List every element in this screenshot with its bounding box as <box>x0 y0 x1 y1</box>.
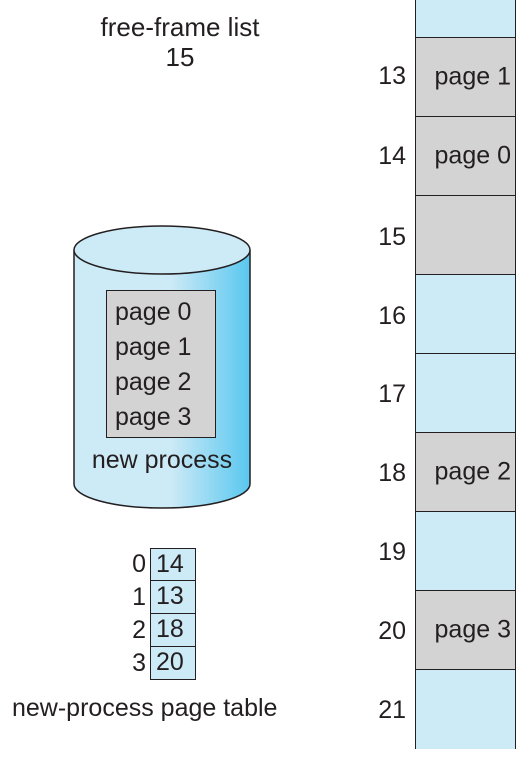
memory-frame <box>415 670 516 749</box>
new-process-label: new process <box>91 446 233 474</box>
process-page-2: page 2 <box>115 368 192 396</box>
memory-frame: page 3 <box>415 591 516 670</box>
frame-content: page 1 <box>434 62 511 91</box>
memory-frame <box>415 196 516 275</box>
free-frame-list-title: free-frame list <box>100 12 260 42</box>
frame-number: 19 <box>378 538 406 566</box>
page-table-index: 0 <box>132 550 146 578</box>
page-table-index: 1 <box>132 583 146 611</box>
page-table-index: 2 <box>132 616 146 644</box>
new-process-disk: page 0 page 1 page 2 page 3 new process <box>72 222 252 512</box>
page-table-index: 3 <box>132 649 146 677</box>
frame-content: page 2 <box>434 457 511 486</box>
memory-frame <box>415 512 516 591</box>
frame-number: 20 <box>378 617 406 645</box>
memory-frame-partial <box>415 0 516 38</box>
frame-number: 18 <box>378 459 406 487</box>
page-table-title: new-process page table <box>12 694 278 722</box>
frame-number: 14 <box>378 142 406 170</box>
frame-number: 13 <box>378 62 406 90</box>
frame-number: 21 <box>378 696 406 724</box>
page-table-frame: 18 <box>150 614 196 647</box>
process-page-3: page 3 <box>115 403 192 431</box>
memory-frame: page 0 <box>415 117 516 196</box>
page-table-frame: 20 <box>150 647 196 680</box>
memory-frame <box>415 354 516 433</box>
free-frame-list: free-frame list 15 <box>60 12 300 72</box>
frame-content: page 0 <box>434 141 511 170</box>
page-table-frame: 13 <box>150 581 196 614</box>
frame-number: 16 <box>378 302 406 330</box>
physical-memory: page 1 page 0 page 2 page 3 <box>415 0 516 750</box>
frame-number: 15 <box>378 223 406 251</box>
frame-number: 17 <box>378 380 406 408</box>
process-page-0: page 0 <box>115 298 192 326</box>
page-table-frame: 14 <box>150 548 196 581</box>
new-process-pages: page 0 page 1 page 2 page 3 <box>106 290 216 438</box>
memory-frame: page 2 <box>415 433 516 512</box>
free-frame-list-entry: 15 <box>165 42 195 72</box>
frame-content: page 3 <box>434 615 511 644</box>
memory-frame <box>415 275 516 354</box>
process-page-1: page 1 <box>115 333 192 361</box>
memory-frame: page 1 <box>415 38 516 117</box>
